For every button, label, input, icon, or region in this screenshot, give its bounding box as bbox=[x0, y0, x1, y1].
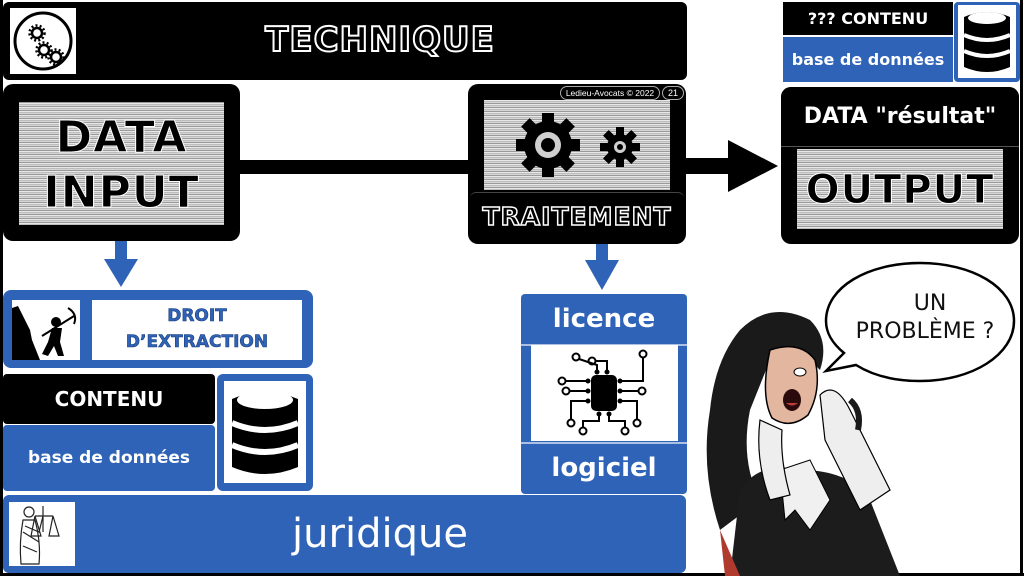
arrow-right-icon bbox=[728, 140, 778, 192]
frame-left bbox=[0, 0, 3, 576]
content-database-panel bbox=[224, 381, 306, 483]
header-icon-box bbox=[10, 8, 76, 74]
header-title: TECHNIQUE bbox=[264, 19, 495, 61]
processing-label-box bbox=[470, 192, 684, 242]
speech-bubble-line2: PROBLÈME ? bbox=[855, 319, 995, 344]
legal-banner-label: juridique bbox=[292, 511, 468, 557]
chip-icon bbox=[557, 349, 648, 436]
miner-icon bbox=[12, 306, 77, 360]
data-input-line1: DATA bbox=[55, 112, 188, 164]
license-label: licence bbox=[552, 304, 656, 334]
top-database-panel bbox=[958, 5, 1016, 78]
content-header-text: CONTENU bbox=[54, 387, 164, 411]
speech-bubble bbox=[822, 261, 1016, 383]
chip-panel bbox=[531, 345, 678, 441]
top-content-subtitle-box bbox=[783, 37, 953, 82]
extraction-label-line2: D’EXTRACTION bbox=[125, 332, 269, 353]
output-header bbox=[781, 87, 1019, 147]
extraction-label-panel bbox=[92, 300, 302, 360]
processing-gears-icon bbox=[516, 113, 640, 177]
data-input-line2: INPUT bbox=[43, 167, 200, 219]
processing-label: TRAITEMENT bbox=[482, 201, 672, 232]
gears-icon bbox=[13, 11, 73, 71]
arrow-down-icon bbox=[104, 259, 138, 287]
database-icon bbox=[963, 12, 1011, 72]
connector-line bbox=[240, 160, 470, 174]
output-header-text: DATA "résultat" bbox=[803, 104, 997, 129]
output-arrow-shaft bbox=[686, 158, 736, 174]
top-content-header bbox=[783, 2, 953, 35]
software-label: logiciel bbox=[551, 453, 657, 483]
content-subtitle-box bbox=[3, 425, 215, 491]
database-icon bbox=[230, 391, 300, 474]
output-screen bbox=[797, 149, 1003, 229]
content-header bbox=[3, 374, 215, 424]
frame-bottom bbox=[0, 573, 1024, 576]
legal-banner bbox=[3, 495, 686, 573]
data-input-screen bbox=[19, 102, 224, 225]
down-arrow-2-stem bbox=[596, 244, 608, 262]
content-subtitle: base de données bbox=[27, 448, 191, 468]
frame-right bbox=[1020, 0, 1023, 576]
header-bar bbox=[3, 2, 687, 80]
top-content-subtitle: base de données bbox=[791, 50, 945, 69]
speech-bubble-line1: UN bbox=[913, 291, 947, 316]
top-content-header-text: ??? CONTENU bbox=[807, 9, 929, 28]
output-label: OUTPUT bbox=[805, 167, 995, 214]
extraction-label-line1: DROIT bbox=[167, 306, 227, 327]
down-arrow-1-stem bbox=[115, 241, 127, 261]
extraction-icon-panel bbox=[12, 300, 80, 360]
lady-justice-icon bbox=[19, 506, 60, 565]
page-number: 21 bbox=[662, 86, 684, 100]
copyright-credit: Ledieu-Avocats © 2022 bbox=[560, 86, 660, 100]
lawyer-character-illustration bbox=[706, 312, 900, 576]
arrow-down-icon bbox=[585, 260, 619, 290]
software-divider bbox=[521, 442, 687, 444]
legal-icon-panel bbox=[9, 502, 75, 566]
